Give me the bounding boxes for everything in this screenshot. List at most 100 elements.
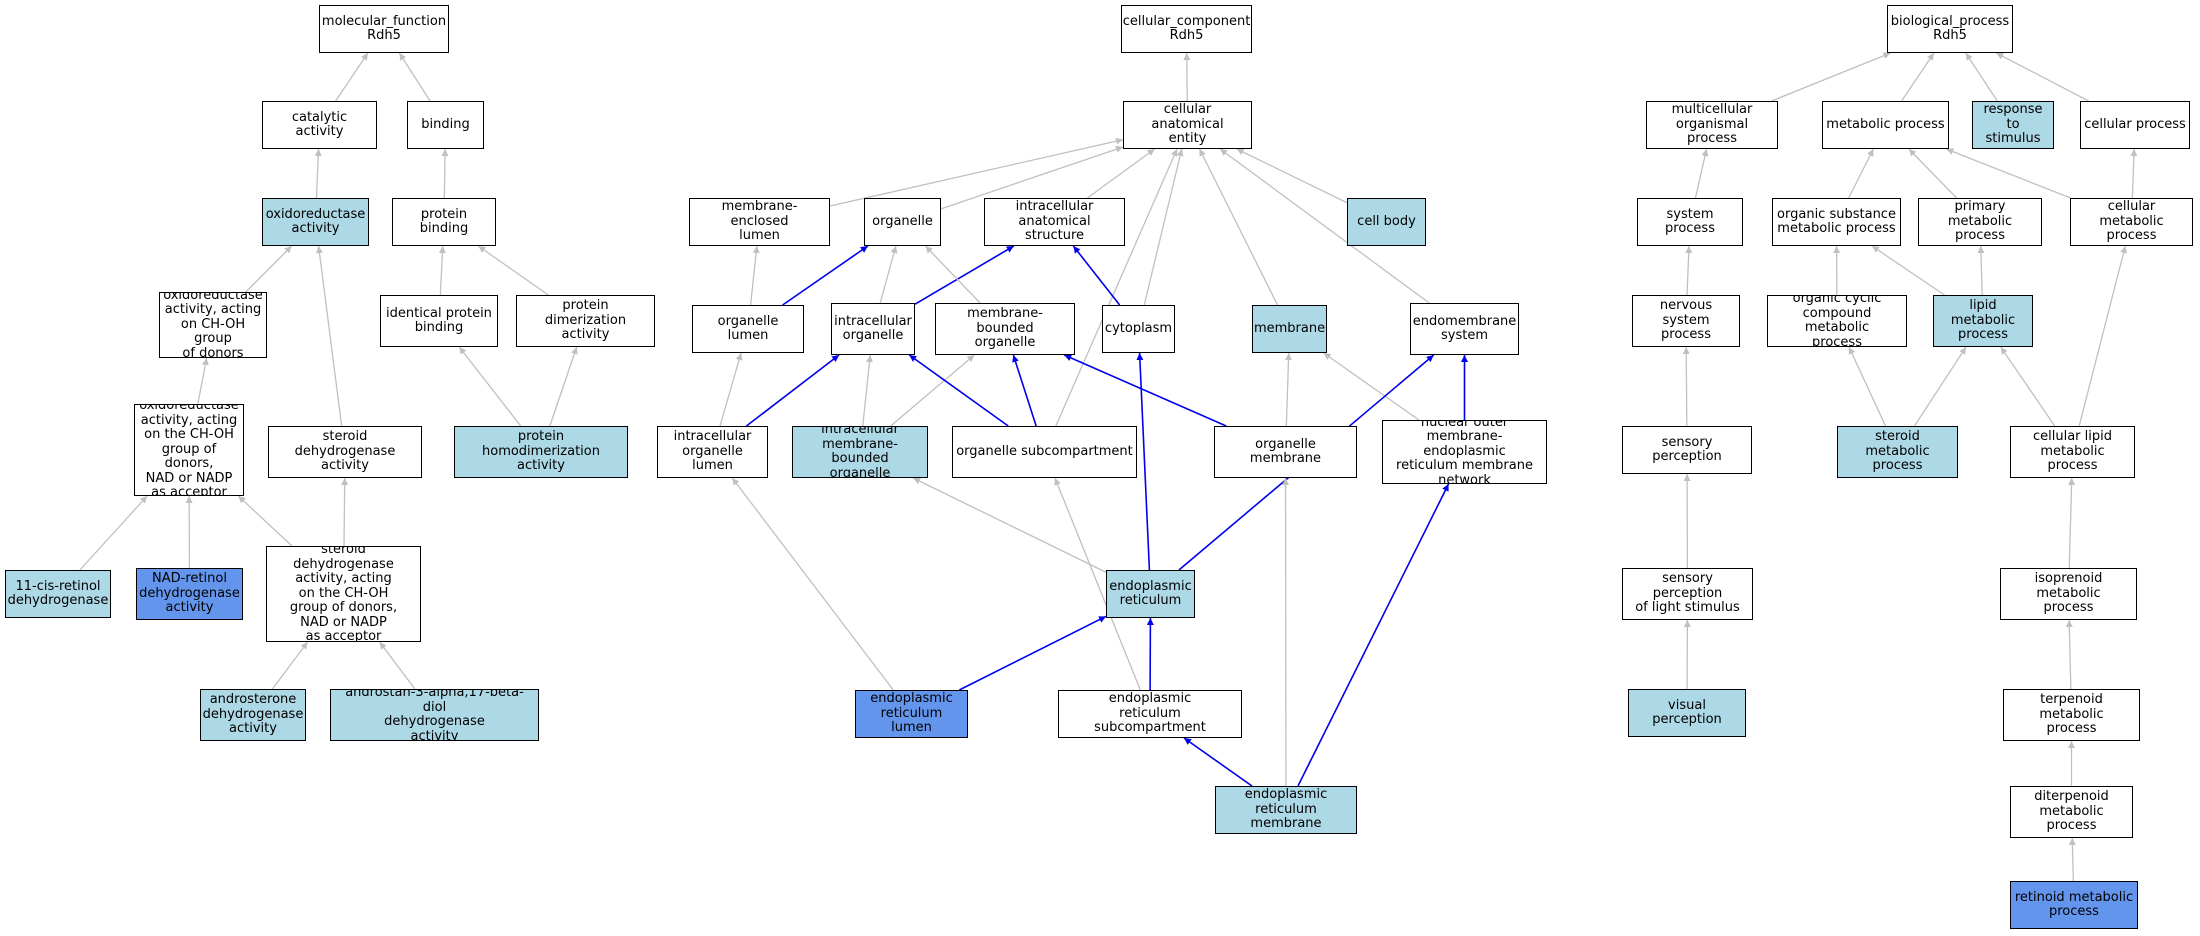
edge-org_subcomp-to-cae [1055, 148, 1178, 427]
go-term-node-cae[interactable]: cellular anatomical entity [1123, 101, 1252, 149]
edge-prot_dimer-to-protein_binding [477, 245, 549, 296]
edge-cytoplasm-to-cae [1143, 148, 1184, 306]
go-term-node-steroid-met[interactable]: steroid metabolic process [1837, 426, 1958, 478]
go-term-node-org-subst[interactable]: organic substance metabolic process [1772, 198, 1901, 246]
go-term-node-er-membrane[interactable]: endoplasmic reticulum membrane [1215, 786, 1357, 834]
edge-membrane-to-cae [1198, 148, 1279, 306]
edge-org_subst-to-metabolic [1848, 148, 1874, 199]
edge-endomembrane-to-cae [1219, 148, 1430, 304]
edge-protein_binding-to-binding [441, 148, 449, 199]
edge-steroid_dh_nad-to-steroid_dh [341, 477, 349, 547]
go-term-node-org-cyclic[interactable]: organic cyclic compound metabolic proces… [1767, 295, 1907, 347]
go-term-node-prot-dimer[interactable]: protein dimerization activity [516, 295, 655, 347]
go-term-node-steroid-dh[interactable]: steroid dehydrogenase activity [268, 426, 422, 478]
go-term-node-visual[interactable]: visual perception [1628, 689, 1746, 737]
go-term-node-org-subcomp[interactable]: organelle subcompartment [952, 426, 1137, 478]
edge-multicell-to-bp_root [1771, 52, 1891, 102]
edge-er_subcomp-to-org_subcomp [1054, 477, 1141, 691]
go-term-node-mb-organelle[interactable]: membrane-bounded organelle [935, 303, 1075, 355]
go-term-node-lipid-met[interactable]: lipid metabolic process [1933, 295, 2033, 347]
go-term-node-binding[interactable]: binding [407, 101, 484, 149]
go-term-node-nuc-outer[interactable]: nuclear outer membrane-endoplasmic retic… [1382, 420, 1547, 484]
go-term-node-org-membrane[interactable]: organelle membrane [1214, 426, 1357, 478]
go-term-node-cell-body[interactable]: cell body [1347, 198, 1426, 246]
go-term-node-diterpenoid[interactable]: diterpenoid metabolic process [2010, 786, 2133, 838]
go-term-node-oxidoreductase[interactable]: oxidoreductase activity [262, 198, 369, 246]
go-term-node-bp-root[interactable]: biological_process Rdh5 [1887, 5, 2013, 53]
edge-er_membrane-to-nuc_outer [1297, 483, 1450, 787]
edge-cell_met-to-cellular_proc [2130, 148, 2138, 199]
go-term-node-er-lumen[interactable]: endoplasmic reticulum lumen [855, 690, 968, 738]
go-term-node-protein-binding[interactable]: protein binding [392, 198, 496, 246]
edge-er_membrane-to-er_subcomp [1183, 737, 1253, 787]
edge-organelle-to-cae [940, 145, 1124, 210]
edge-sensory-to-nervous [1682, 346, 1690, 427]
edge-nuc_outer-to-membrane [1323, 352, 1420, 421]
go-term-node-catalytic[interactable]: catalytic activity [262, 101, 377, 149]
go-term-node-response[interactable]: response to stimulus [1972, 101, 2054, 149]
edge-terpenoid-to-isoprenoid [2065, 619, 2073, 690]
edge-retinoid-to-diterpenoid [2068, 837, 2076, 882]
edge-system_proc-to-multicell [1694, 148, 1709, 199]
go-term-node-cis-retinol[interactable]: 11-cis-retinol dehydrogenase [5, 570, 111, 618]
go-term-node-ic-mb-org[interactable]: intracellular membrane-bounded organelle [792, 426, 928, 478]
go-term-node-androstan[interactable]: androstan-3-alpha,17-beta-diol dehydroge… [330, 689, 539, 741]
go-term-node-cc-root[interactable]: cellular_component Rdh5 [1121, 5, 1252, 53]
edge-androsterone-to-steroid_dh_nad [271, 641, 309, 690]
go-term-node-metabolic[interactable]: metabolic process [1822, 101, 1949, 149]
edge-org_membrane-to-mb_organelle [1063, 354, 1227, 427]
go-term-node-primary-met[interactable]: primary metabolic process [1918, 198, 2042, 246]
edge-ic_org_lumen-to-ic_organelle [745, 354, 840, 427]
edge-org_subcomp-to-ic_organelle [908, 354, 1009, 427]
edge-prot_homodimer-to-identical_pb [458, 346, 522, 427]
go-term-node-ic-org-lumen[interactable]: intracellular organelle lumen [657, 426, 768, 478]
go-term-node-er[interactable]: endoplasmic reticulum [1106, 570, 1195, 618]
edge-cis_retinol-to-ox_nad [79, 495, 148, 571]
edge-ic_mb_org-to-mb_organelle [890, 354, 975, 427]
go-term-node-er-subcomp[interactable]: endoplasmic reticulum subcompartment [1058, 690, 1242, 738]
go-term-node-prot-homodimer[interactable]: protein homodimerization activity [454, 426, 628, 478]
go-term-node-identical-pb[interactable]: identical protein binding [380, 295, 498, 347]
edge-cell_lipid-to-cell_met [2078, 245, 2127, 427]
go-term-node-androsterone[interactable]: androsterone dehydrogenase activity [200, 689, 306, 741]
go-term-node-endomembrane[interactable]: endomembrane system [1410, 303, 1519, 355]
edge-ic_org_lumen-to-organelle_lumen [719, 352, 743, 427]
go-term-node-mem-encl-lumen[interactable]: membrane-enclosed lumen [689, 198, 830, 246]
go-term-node-mf-root[interactable]: molecular_function Rdh5 [319, 5, 449, 53]
go-term-node-ic-organelle[interactable]: intracellular organelle [831, 303, 915, 355]
go-term-node-cytoplasm[interactable]: cytoplasm [1102, 305, 1175, 353]
edge-ias-to-cae [1087, 148, 1155, 199]
go-term-node-cell-lipid[interactable]: cellular lipid metabolic process [2010, 426, 2135, 478]
edge-cell_lipid-to-lipid_met [2000, 346, 2056, 427]
go-term-node-retinoid[interactable]: retinoid metabolic process [2010, 881, 2138, 929]
go-term-node-ox-chOH[interactable]: oxidoreductase activity, acting on CH-OH… [159, 292, 267, 358]
go-term-node-nervous[interactable]: nervous system process [1632, 295, 1740, 347]
edge-catalytic-to-mf_root [335, 52, 369, 102]
go-term-node-sensory[interactable]: sensory perception [1622, 426, 1752, 474]
edge-org_membrane-to-membrane [1284, 352, 1292, 427]
go-term-node-isoprenoid[interactable]: isoprenoid metabolic process [2000, 568, 2137, 620]
edge-steroid_dh-to-oxidoreductase [315, 245, 343, 427]
go-term-node-steroid-dh-nad[interactable]: steroid dehydrogenase activity, acting o… [266, 546, 421, 642]
go-term-node-cellular-proc[interactable]: cellular process [2080, 101, 2190, 149]
edge-identical_pb-to-protein_binding [438, 245, 446, 296]
edge-ic_mb_org-to-ic_organelle [862, 354, 873, 427]
edge-org_subcomp-to-mb_organelle [1012, 354, 1037, 427]
edge-cell_met-to-metabolic [1946, 148, 2071, 199]
go-term-node-multicell[interactable]: multicellular organismal process [1646, 101, 1778, 149]
edge-binding-to-mf_root [398, 52, 431, 102]
edge-organelle_lumen-to-mem_encl_lumen [749, 245, 760, 306]
go-term-node-ias[interactable]: intracellular anatomical structure [984, 198, 1125, 246]
go-term-node-system-proc[interactable]: system process [1637, 198, 1743, 246]
go-term-node-cell-met[interactable]: cellular metabolic process [2070, 198, 2193, 246]
go-term-node-sens-light[interactable]: sensory perception of light stimulus [1622, 568, 1753, 620]
edge-lipid_met-to-org_subst [1871, 245, 1945, 296]
go-term-node-organelle-lumen[interactable]: organelle lumen [692, 305, 804, 353]
go-term-node-ox-nad[interactable]: oxidoreductase activity, acting on the C… [134, 404, 244, 496]
go-term-node-membrane[interactable]: membrane [1252, 305, 1327, 353]
go-term-node-organelle[interactable]: organelle [864, 198, 941, 246]
go-term-node-terpenoid[interactable]: terpenoid metabolic process [2003, 689, 2140, 741]
edge-organelle_lumen-to-organelle [782, 245, 869, 306]
go-term-node-nad-retinol[interactable]: NAD-retinol dehydrogenase activity [136, 568, 243, 620]
